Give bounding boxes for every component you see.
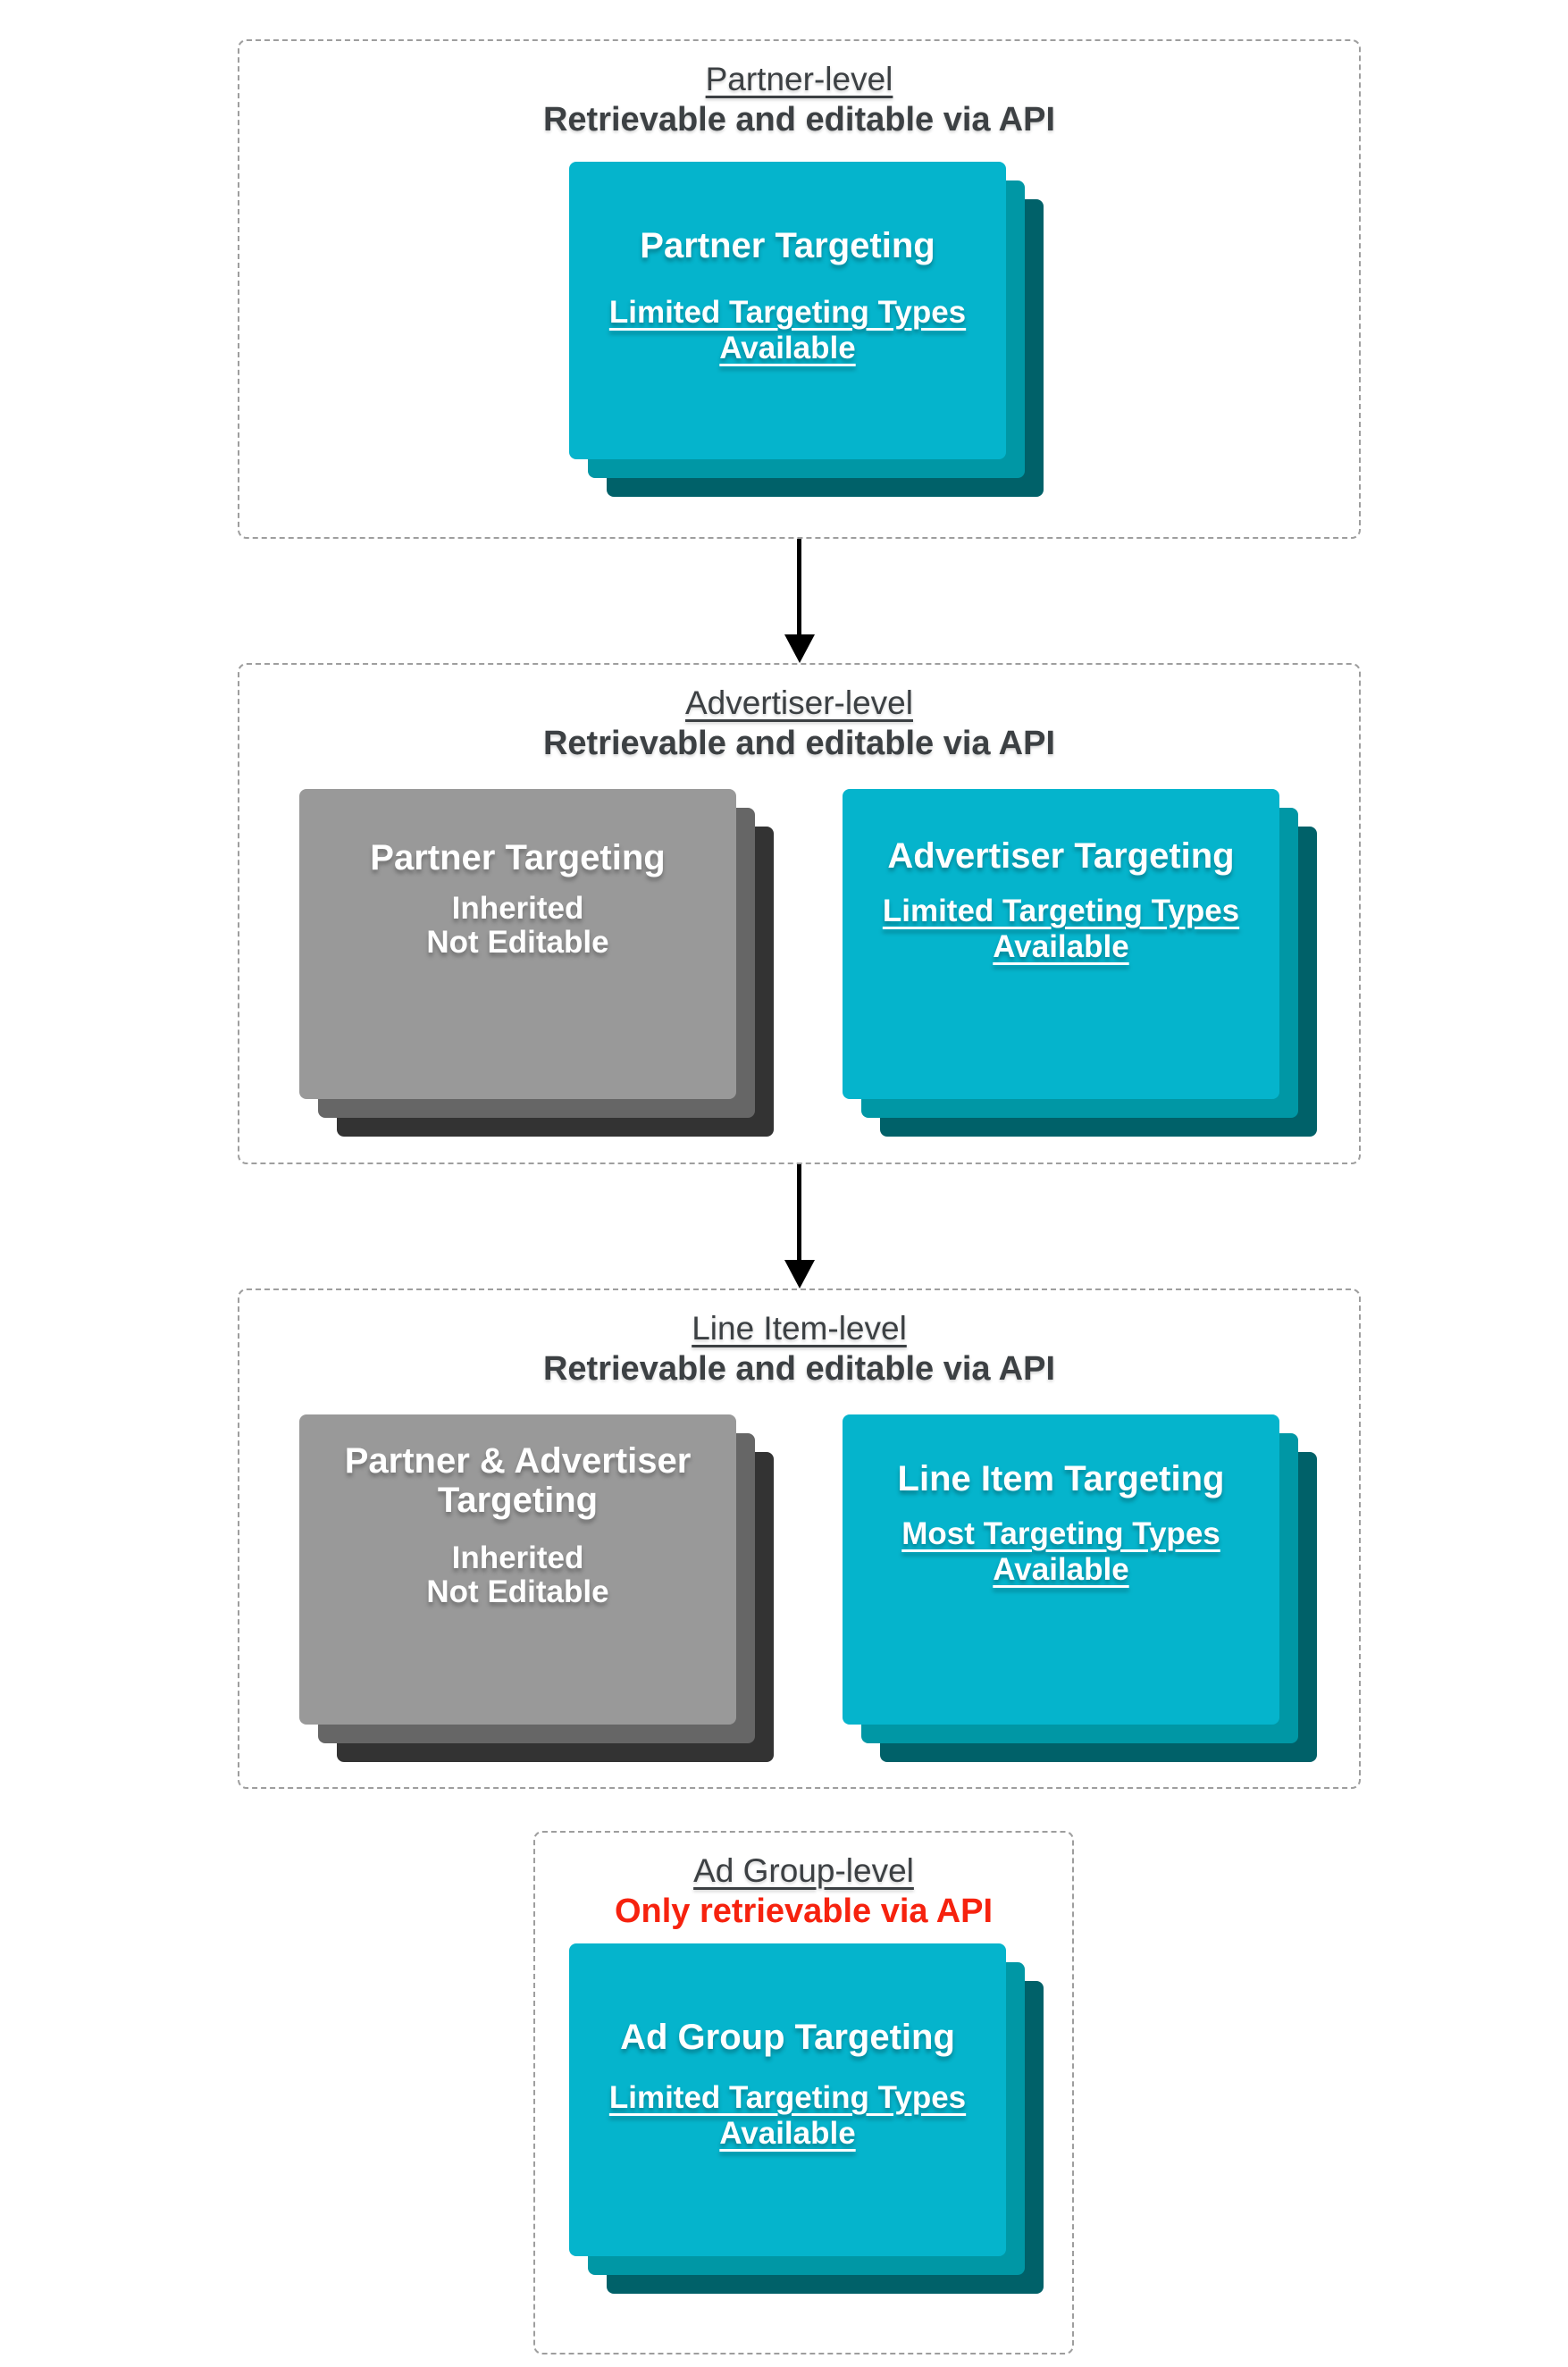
card-partner-targeting: Partner Targeting Limited Targeting Type… [569,162,1006,459]
arrow-head-icon [784,1260,815,1288]
card-title: Advertiser Targeting [887,836,1235,876]
section-partner-level: Partner-level Retrievable and editable v… [238,39,1361,539]
section-title: Partner-level [705,61,893,97]
card-subtitle: Inherited Not Editable [426,1541,608,1609]
card-line-item-targeting: Line Item Targeting Most Targeting Types… [843,1414,1279,1725]
section-subtitle: Retrievable and editable via API [542,101,1056,138]
card-subtitle-line: Limited Targeting Types [882,894,1240,928]
flow-arrow-advertiser-to-lineitem [784,1164,815,1288]
flow-arrow-partner-to-advertiser [784,539,815,663]
card-title: Partner Targeting [640,226,935,265]
card-subtitle-line: Available [719,2116,856,2151]
section-advertiser-level: Advertiser-level Retrievable and editabl… [238,663,1361,1164]
section-subtitle: Retrievable and editable via API [542,1350,1056,1388]
card-subtitle-line: Available [719,331,856,365]
card-title: Partner & Advertiser Targeting [344,1441,692,1520]
card-subtitle-line: Available [993,929,1129,964]
card-subtitle: Limited Targeting Types Available [883,894,1239,965]
card-subtitle-line: Most Targeting Types [901,1516,1220,1551]
card-subtitle: Limited Targeting Types Available [609,2080,966,2152]
arrow-head-icon [784,634,815,663]
card-partner-advertiser-targeting-inherited: Partner & Advertiser Targeting Inherited… [299,1414,736,1725]
card-subtitle: Limited Targeting Types Available [609,295,966,366]
section-ad-group-level: Ad Group-level Only retrievable via API … [533,1831,1074,2354]
section-title: Advertiser-level [685,684,913,721]
card-advertiser-targeting: Advertiser Targeting Limited Targeting T… [843,789,1279,1099]
card-subtitle-line: Not Editable [426,925,609,960]
card-subtitle-line: Available [993,1552,1129,1587]
card-subtitle-line: Limited Targeting Types [608,295,967,330]
card-subtitle-line: Not Editable [426,1574,609,1609]
card-subtitle-line: Inherited [451,1540,584,1575]
arrow-shaft [797,539,801,636]
card-subtitle: Inherited Not Editable [426,892,608,960]
card-subtitle-line: Inherited [451,891,584,926]
section-subtitle-warning: Only retrievable via API [614,1893,994,1930]
card-subtitle: Most Targeting Types Available [901,1516,1220,1588]
section-title: Ad Group-level [693,1852,914,1889]
card-title: Partner Targeting [370,838,666,877]
card-title: Ad Group Targeting [620,2018,955,2057]
card-subtitle-line: Limited Targeting Types [608,2080,967,2115]
card-title: Line Item Targeting [897,1459,1225,1498]
arrow-shaft [797,1164,801,1262]
section-subtitle: Retrievable and editable via API [542,725,1056,762]
card-partner-targeting-inherited: Partner Targeting Inherited Not Editable [299,789,736,1099]
section-title: Line Item-level [692,1310,907,1347]
section-line-item-level: Line Item-level Retrievable and editable… [238,1288,1361,1789]
card-ad-group-targeting: Ad Group Targeting Limited Targeting Typ… [569,1943,1006,2256]
